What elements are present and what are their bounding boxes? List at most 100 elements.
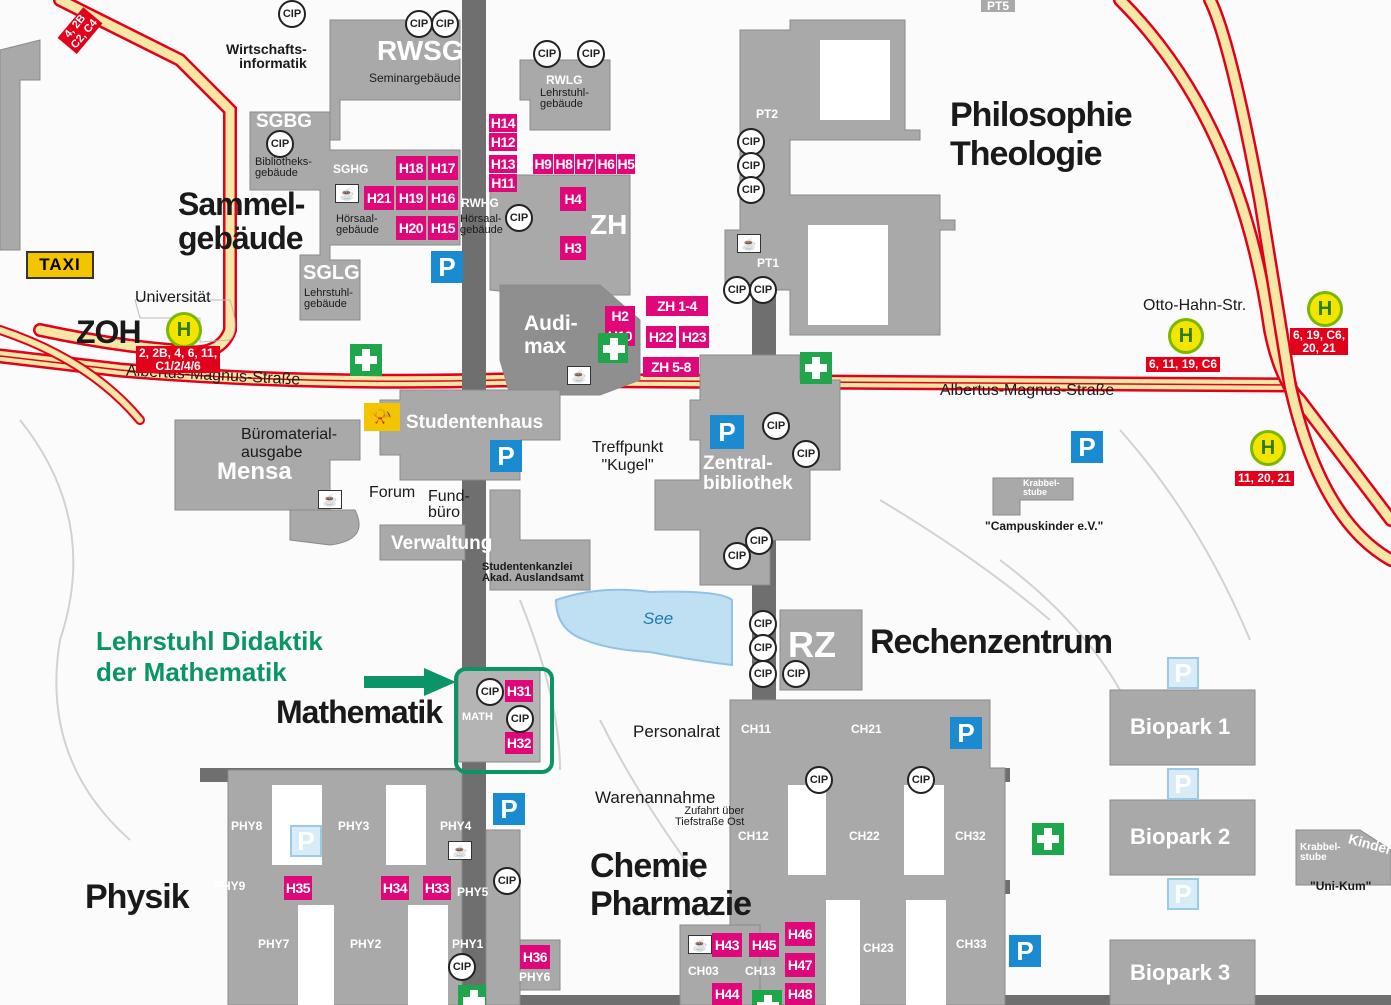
lecture-hall[interactable]: ZH 5-8 bbox=[643, 357, 699, 377]
bueromaterial-label: Büromaterial- ausgabe bbox=[241, 426, 338, 461]
cip-pool-icon[interactable]: CIP bbox=[737, 176, 765, 204]
cip-pool-icon[interactable]: CIP bbox=[749, 660, 777, 688]
cip-pool-icon[interactable]: CIP bbox=[405, 10, 433, 38]
mathematik-label: Mathematik bbox=[276, 694, 443, 730]
bus-stop-icon[interactable]: H bbox=[1307, 291, 1343, 327]
pt4-label: PT4 bbox=[855, 71, 878, 85]
physik-label: Physik bbox=[85, 878, 190, 916]
cip-pool-icon[interactable]: CIP bbox=[493, 867, 521, 895]
zufahrt-label: Zufahrt über Tiefstraße Ost bbox=[675, 805, 745, 828]
cip-pool-icon[interactable]: CIP bbox=[745, 527, 773, 555]
cip-pool-icon[interactable]: CIP bbox=[762, 412, 790, 440]
parking-icon[interactable]: P bbox=[950, 717, 982, 749]
biopark1-label: Biopark 1 bbox=[1130, 714, 1231, 739]
cip-pool-icon[interactable]: CIP bbox=[266, 130, 294, 158]
phy8-label: PHY8 bbox=[231, 819, 263, 833]
mathematik-highlight-box[interactable] bbox=[454, 667, 554, 774]
lecture-hall[interactable]: H18 bbox=[396, 156, 426, 180]
lecture-hall[interactable]: H9 bbox=[533, 154, 553, 174]
lecture-hall[interactable]: H23 bbox=[679, 326, 709, 348]
lecture-hall[interactable]: H4 bbox=[560, 187, 586, 211]
bus-stop-icon[interactable]: H bbox=[1250, 430, 1286, 466]
lecture-hall[interactable]: H14 bbox=[489, 114, 517, 132]
lecture-hall[interactable]: H6 bbox=[596, 154, 616, 174]
cafeteria-icon: ☕ bbox=[335, 184, 359, 203]
lecture-hall[interactable]: H16 bbox=[428, 186, 458, 210]
lecture-hall[interactable]: H36 bbox=[520, 945, 550, 969]
lecture-hall[interactable]: H13 bbox=[489, 155, 517, 173]
cip-pool-icon[interactable]: CIP bbox=[476, 678, 504, 706]
bus-stop-icon[interactable]: H bbox=[166, 312, 202, 348]
lecture-hall[interactable]: H45 bbox=[749, 933, 779, 957]
studentenhaus-label: Studentenhaus bbox=[406, 412, 544, 433]
cip-pool-icon[interactable]: CIP bbox=[431, 10, 459, 38]
parking-icon-light[interactable]: P bbox=[290, 825, 322, 857]
pt2-label: PT2 bbox=[756, 107, 779, 121]
lecture-hall[interactable]: H7 bbox=[575, 154, 595, 174]
cip-pool-icon[interactable]: CIP bbox=[782, 660, 810, 688]
cip-pool-icon[interactable]: CIP bbox=[506, 705, 534, 733]
lecture-hall[interactable]: H46 bbox=[785, 922, 815, 946]
parking-icon-light[interactable]: P bbox=[1167, 657, 1199, 689]
lecture-hall[interactable]: H19 bbox=[396, 186, 426, 210]
parking-icon-light[interactable]: P bbox=[1167, 878, 1199, 910]
lecture-hall[interactable]: H47 bbox=[785, 953, 815, 977]
lecture-hall[interactable]: ZH 1-4 bbox=[646, 296, 708, 316]
lecture-hall[interactable]: H12 bbox=[489, 133, 517, 151]
lecture-hall[interactable]: H8 bbox=[554, 154, 574, 174]
cip-pool-icon[interactable]: CIP bbox=[505, 204, 533, 232]
parking-icon[interactable]: P bbox=[493, 793, 525, 825]
cip-pool-icon[interactable]: CIP bbox=[907, 766, 935, 794]
cip-pool-icon[interactable]: CIP bbox=[749, 276, 777, 304]
biopark3-label: Biopark 3 bbox=[1130, 960, 1231, 985]
warenannahme-label: Warenannahme bbox=[595, 788, 716, 807]
phy9-label: PHY9 bbox=[214, 879, 246, 893]
lecture-hall[interactable]: H31 bbox=[505, 680, 533, 702]
cip-pool-icon[interactable]: CIP bbox=[792, 440, 820, 468]
lecture-hall[interactable]: H20 bbox=[396, 216, 426, 240]
parking-icon[interactable]: P bbox=[490, 440, 522, 472]
ch33-label: CH33 bbox=[956, 937, 987, 951]
lecture-hall[interactable]: H35 bbox=[284, 876, 312, 900]
phy2-label: PHY2 bbox=[350, 937, 382, 951]
studentenkanzlei-label: Studentenkanzlei Akad. Auslandsamt bbox=[482, 561, 584, 584]
forum-label: Forum bbox=[369, 484, 416, 501]
ch13-label: CH13 bbox=[745, 964, 776, 978]
cip-pool-icon[interactable]: CIP bbox=[749, 610, 777, 638]
cip-pool-icon[interactable]: CIP bbox=[749, 634, 777, 662]
parking-icon-light[interactable]: P bbox=[1167, 768, 1199, 800]
cip-pool-icon[interactable]: CIP bbox=[723, 542, 751, 570]
lecture-hall[interactable]: H32 bbox=[505, 732, 533, 754]
cip-pool-icon[interactable]: CIP bbox=[448, 953, 476, 981]
lecture-hall[interactable]: H17 bbox=[428, 156, 458, 180]
lecture-hall[interactable]: H5 bbox=[617, 154, 635, 174]
cip-pool-icon[interactable]: CIP bbox=[533, 40, 561, 68]
bus-stop-icon[interactable]: H bbox=[1168, 318, 1204, 354]
taxi-stand-icon[interactable]: TAXI bbox=[26, 251, 94, 279]
cafeteria-icon: ☕ bbox=[318, 490, 342, 509]
parking-icon[interactable]: P bbox=[1071, 431, 1103, 463]
lecture-hall[interactable]: H43 bbox=[712, 933, 742, 957]
ch11-label: CH11 bbox=[741, 722, 772, 736]
lecture-hall[interactable]: H21 bbox=[364, 186, 394, 210]
cip-pool-icon[interactable]: CIP bbox=[723, 276, 751, 304]
cip-pool-icon[interactable]: CIP bbox=[278, 0, 306, 28]
assembly-point-icon bbox=[1032, 823, 1064, 855]
lecture-hall[interactable]: H11 bbox=[489, 174, 517, 192]
cip-pool-icon[interactable]: CIP bbox=[805, 766, 833, 794]
parking-icon[interactable]: P bbox=[431, 251, 463, 283]
lecture-hall[interactable]: H34 bbox=[381, 876, 409, 900]
lecture-hall[interactable]: H15 bbox=[428, 216, 458, 240]
parking-icon[interactable]: P bbox=[710, 415, 744, 449]
parking-icon[interactable]: P bbox=[1009, 935, 1041, 967]
annotation-lehrstuhl-didaktik: Lehrstuhl Didaktik der Mathematik bbox=[96, 626, 323, 688]
lecture-hall[interactable]: H48 bbox=[785, 983, 815, 1005]
cip-pool-icon[interactable]: CIP bbox=[577, 40, 605, 68]
lecture-hall[interactable]: H22 bbox=[646, 326, 676, 348]
lecture-hall[interactable]: H2 bbox=[605, 306, 635, 326]
lecture-hall[interactable]: H44 bbox=[712, 983, 742, 1005]
lecture-hall[interactable]: H33 bbox=[423, 876, 451, 900]
first-aid-icon bbox=[752, 990, 782, 1005]
lecture-hall[interactable]: H3 bbox=[560, 236, 586, 260]
